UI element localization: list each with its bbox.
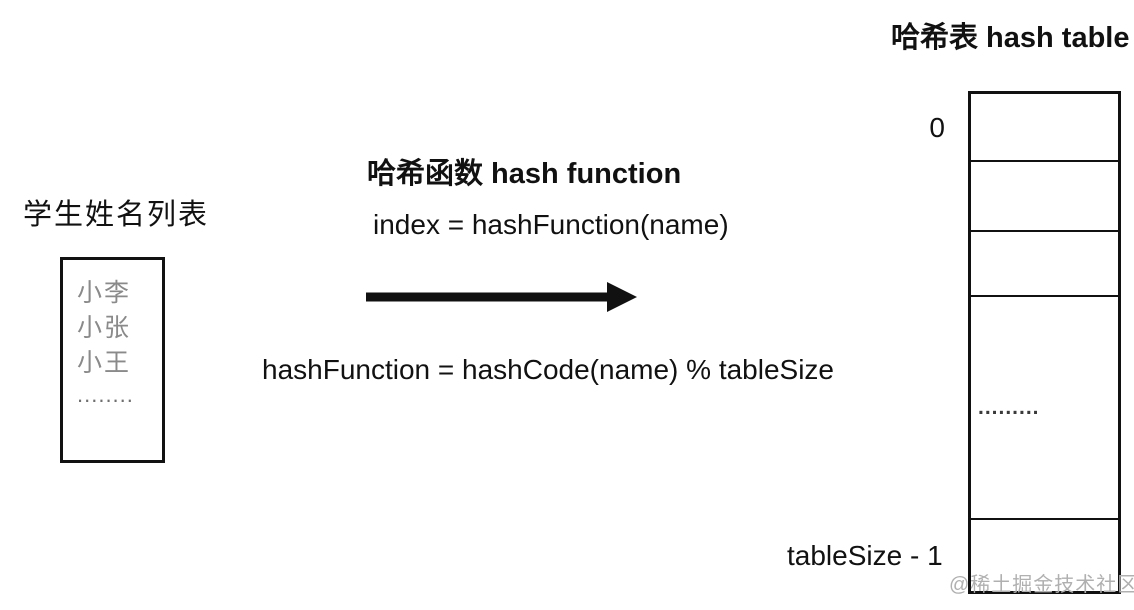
hash-function-definition-formula: hashFunction = hashCode(name) % tableSiz… xyxy=(262,354,835,385)
right-arrow-icon xyxy=(366,282,637,312)
student-name: 小张 xyxy=(77,314,132,342)
hash-table-cell xyxy=(971,162,1118,232)
hash-table-cell-ellipsis: ......... xyxy=(978,395,1040,419)
student-list-ellipsis: ........ xyxy=(77,382,134,407)
student-name: 小王 xyxy=(77,349,132,377)
hash-function-heading: 哈希函数 hash function xyxy=(367,158,682,190)
table-last-index-label: tableSize - 1 xyxy=(787,540,943,571)
student-list-box: 小李 小张 小王 ........ xyxy=(60,257,165,463)
student-list-label: 学生姓名列表 xyxy=(23,199,210,231)
index-formula: index = hashFunction(name) xyxy=(373,209,729,240)
hash-table-cell xyxy=(971,232,1118,297)
hash-table-cell: ......... xyxy=(971,297,1118,520)
table-first-index-label: 0 xyxy=(929,112,945,143)
hash-table-cell xyxy=(971,94,1118,162)
student-name: 小李 xyxy=(77,279,132,307)
watermark: @稀土掘金技术社区 xyxy=(949,574,1134,596)
hash-table-title: 哈希表 hash table xyxy=(891,22,1130,54)
hash-table-box: ......... xyxy=(968,91,1121,594)
